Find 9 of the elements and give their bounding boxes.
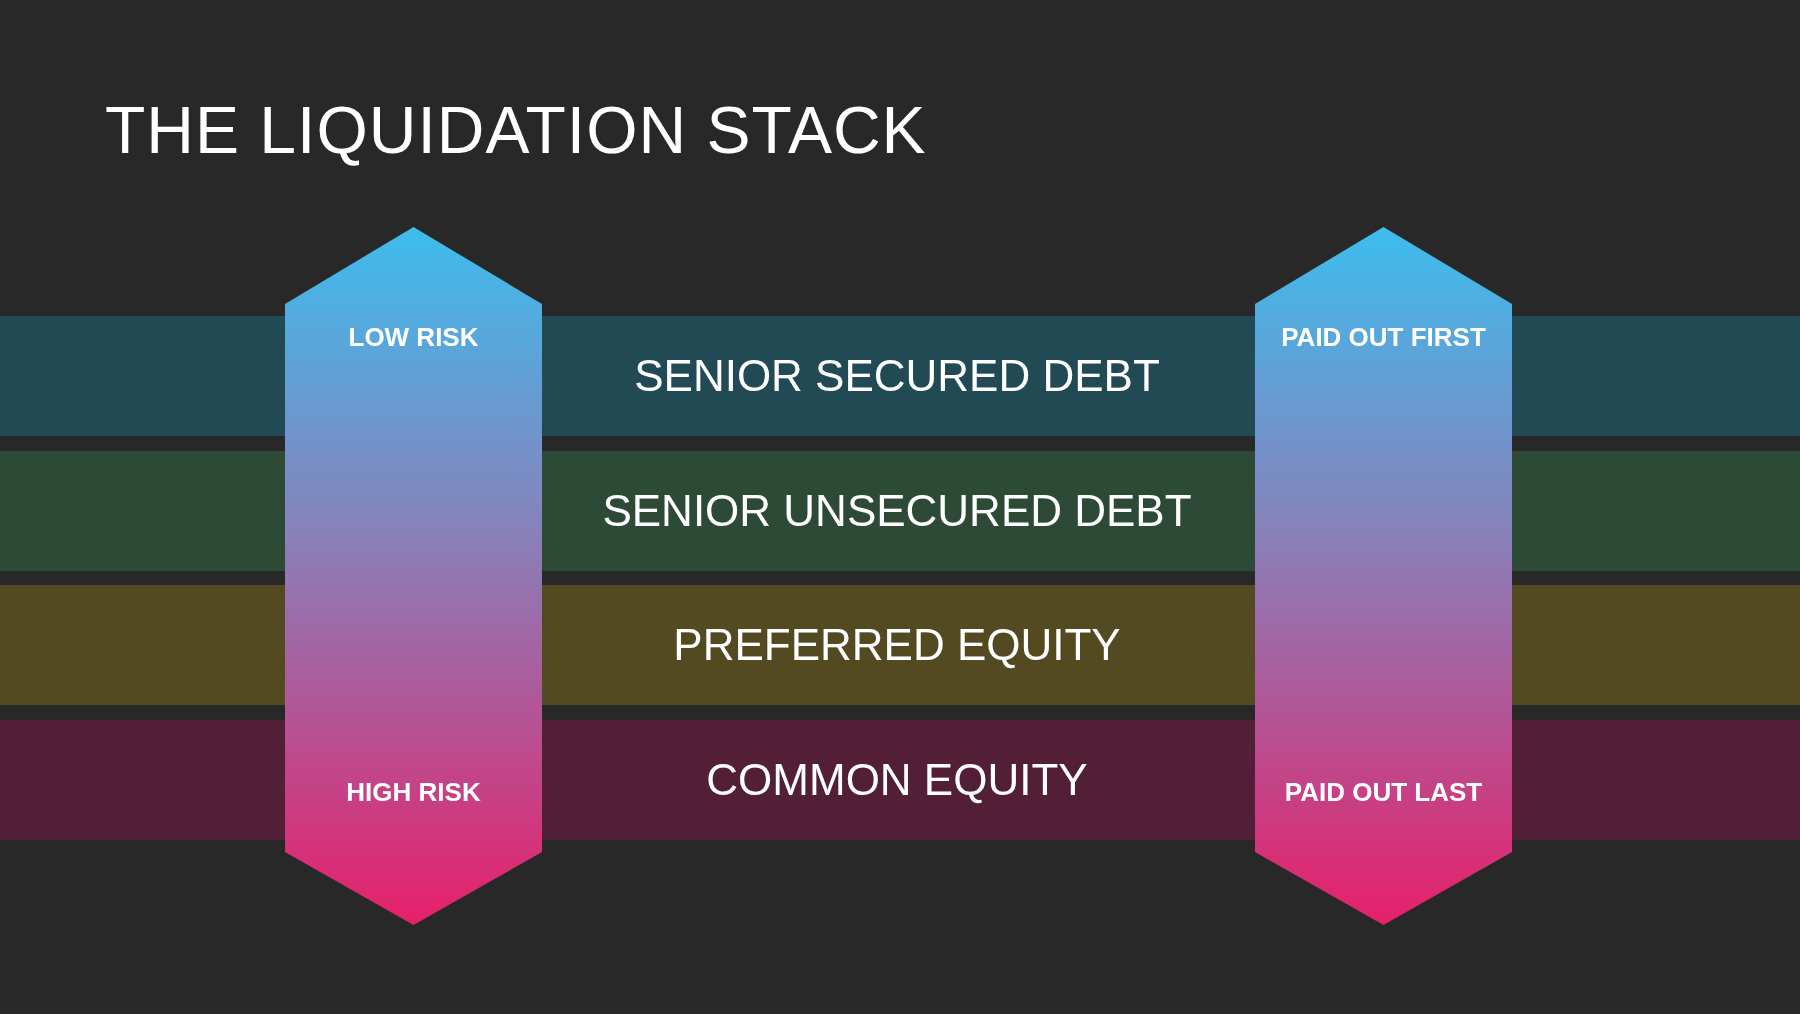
layer-label: COMMON EQUITY <box>706 755 1088 805</box>
arrow-label: PAID OUT FIRST <box>1281 322 1486 353</box>
layer-label: PREFERRED EQUITY <box>673 620 1121 670</box>
arrow-label: HIGH RISK <box>346 777 481 808</box>
arrow-label: PAID OUT LAST <box>1284 777 1483 808</box>
arrow-label: LOW RISK <box>348 322 479 353</box>
layer-label: SENIOR UNSECURED DEBT <box>602 486 1192 536</box>
layer-label: SENIOR SECURED DEBT <box>634 351 1160 401</box>
title: THE LIQUIDATION STACK <box>105 92 927 168</box>
